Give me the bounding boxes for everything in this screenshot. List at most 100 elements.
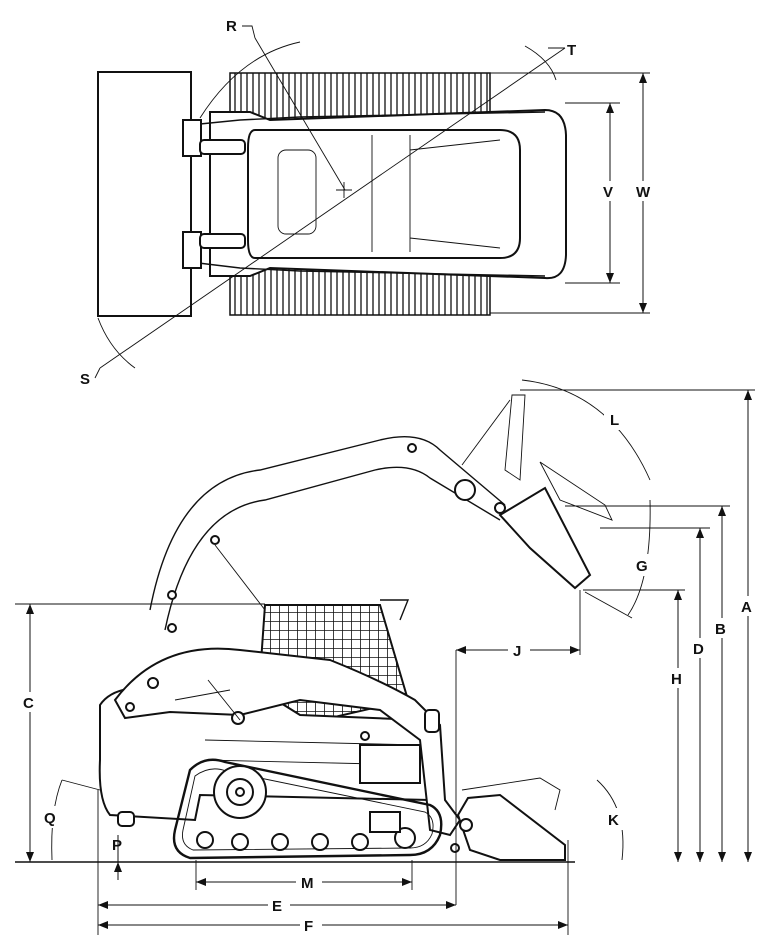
- cab-roof-edge: [380, 599, 410, 621]
- label-bg: [268, 895, 290, 915]
- radius-line-r: [254, 37, 346, 191]
- label-g: G: [636, 558, 648, 575]
- arrow: [98, 901, 108, 909]
- lowered-bucket: [456, 793, 566, 861]
- label-bg: [604, 408, 626, 430]
- body-side-panel: [359, 744, 421, 784]
- lowered-bucket-ghost: [461, 777, 561, 811]
- arrow: [744, 852, 752, 862]
- arrow: [639, 303, 647, 313]
- label-bg: [738, 596, 758, 616]
- arrow: [114, 862, 122, 872]
- label-q: Q: [44, 810, 56, 827]
- label-bg: [40, 806, 62, 828]
- label-r: R: [226, 18, 237, 35]
- top-arm-upper: [189, 111, 546, 126]
- pivot: [450, 843, 460, 853]
- top-coupler-upper: [182, 119, 202, 157]
- label-p: P: [112, 837, 122, 854]
- arrow: [98, 921, 108, 929]
- lift-arm-linkage: [174, 679, 241, 721]
- label-a: A: [741, 599, 752, 616]
- road-wheel: [311, 833, 329, 851]
- arrow: [606, 273, 614, 283]
- arrow: [674, 590, 682, 600]
- road-wheel: [351, 833, 369, 851]
- side-view: A B D H C J M E F L G K Q P: [15, 379, 758, 935]
- label-m: M: [301, 875, 314, 892]
- arrow: [639, 73, 647, 83]
- top-view: R T S V W: [80, 18, 653, 388]
- track: [172, 758, 443, 860]
- label-h: H: [671, 671, 682, 688]
- label-k: K: [608, 812, 619, 829]
- label-f: F: [304, 918, 313, 935]
- arrow: [606, 103, 614, 113]
- top-coupler-lower: [182, 231, 202, 269]
- pivot: [167, 590, 177, 600]
- arrow: [744, 390, 752, 400]
- raised-bucket: [498, 486, 592, 590]
- pivot: [407, 443, 417, 453]
- arrow: [696, 852, 704, 862]
- turn-arc-bottom: [97, 317, 136, 369]
- arrow: [718, 852, 726, 862]
- turn-arc-right: [524, 45, 557, 81]
- label-bg: [712, 618, 732, 638]
- label-bg: [633, 181, 653, 201]
- arrow: [718, 506, 726, 516]
- track-frame-block: [369, 811, 401, 833]
- arrow: [446, 901, 456, 909]
- label-w: W: [636, 184, 651, 201]
- pivot: [459, 818, 473, 832]
- label-v: V: [603, 184, 613, 201]
- pivot: [125, 702, 135, 712]
- raised-arm-upper: [149, 435, 506, 611]
- top-arm-lower: [189, 261, 546, 277]
- raised-bucket-ghost-line: [461, 399, 511, 466]
- label-s: S: [80, 371, 90, 388]
- label-bg: [296, 872, 322, 892]
- arrow: [402, 878, 412, 886]
- label-bg: [20, 692, 40, 712]
- pivot: [147, 677, 159, 689]
- raised-arm-link: [214, 544, 266, 611]
- arrow: [558, 921, 568, 929]
- arrow: [570, 646, 580, 654]
- label-bg: [604, 808, 626, 830]
- label-j: J: [513, 643, 521, 660]
- top-cab: [247, 129, 521, 259]
- road-wheel: [271, 833, 289, 851]
- top-cab-detail: [371, 135, 501, 252]
- raised-bucket-ghost-top: [504, 394, 526, 481]
- sprocket-center: [235, 787, 245, 797]
- arrow: [674, 852, 682, 862]
- ray-g: [584, 591, 633, 619]
- ray-q: [61, 779, 101, 791]
- top-cylinder-upper: [199, 139, 246, 155]
- top-cab-window: [277, 149, 317, 235]
- label-bg: [632, 554, 654, 576]
- arrow: [196, 878, 206, 886]
- label-c: C: [23, 695, 34, 712]
- top-bucket: [97, 71, 192, 317]
- label-bg: [508, 640, 530, 660]
- label-bg: [690, 638, 710, 658]
- turn-center-mark: [336, 182, 352, 198]
- arc-l: [521, 379, 651, 481]
- arrow: [696, 528, 704, 538]
- arm-stop: [424, 709, 440, 733]
- label-e: E: [272, 898, 282, 915]
- arrow: [26, 852, 34, 862]
- pivot: [494, 502, 506, 514]
- pivot: [167, 623, 177, 633]
- leader-s: [94, 367, 101, 379]
- road-wheel: [196, 831, 214, 849]
- pivot: [360, 731, 370, 741]
- track-inner: [182, 768, 434, 851]
- label-d: D: [693, 641, 704, 658]
- arrow: [26, 604, 34, 614]
- label-bg: [600, 181, 620, 201]
